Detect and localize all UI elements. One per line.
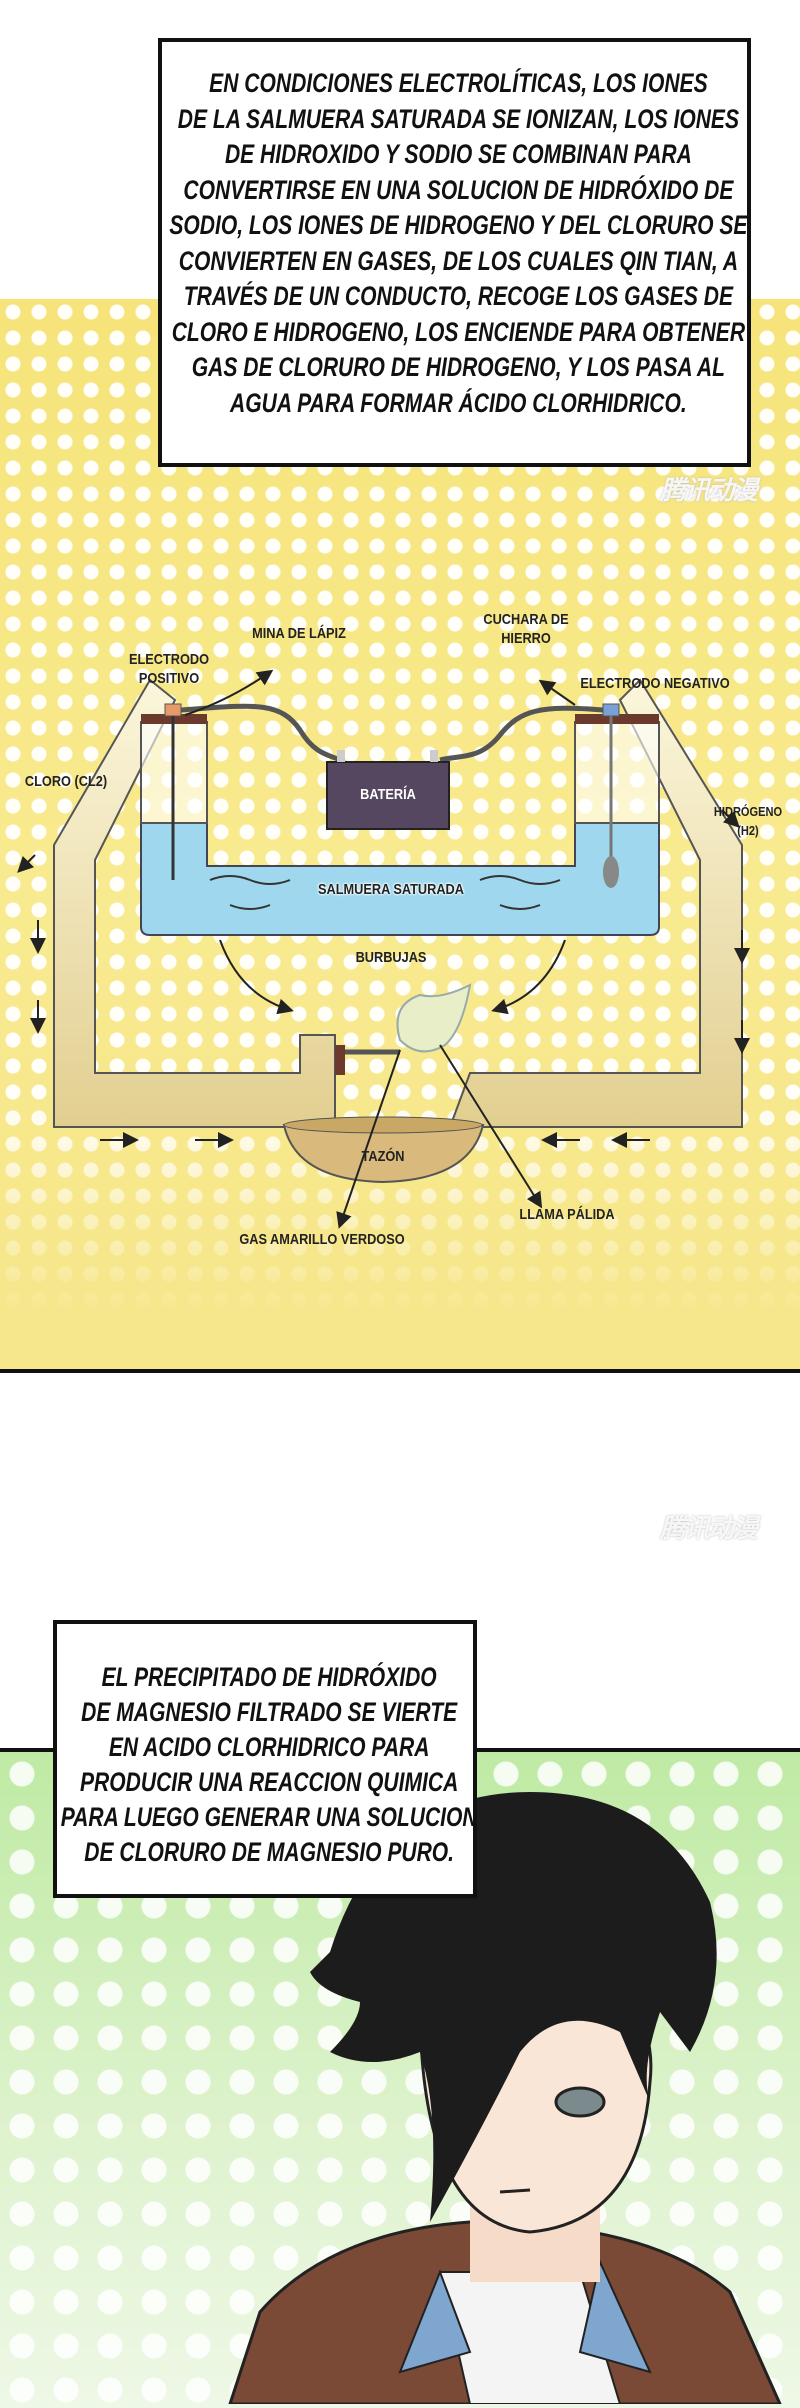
- caption-line: GAS DE CLORURO DE HIDROGENO, Y LOS PASA …: [191, 352, 725, 382]
- right-cylinder: [574, 721, 660, 824]
- label-line: HIERRO: [501, 630, 551, 647]
- caption-line: EN ACIDO CLORHIDRICO PARA: [108, 1732, 430, 1762]
- caption-line: AGUA PARA FORMAR ÁCIDO CLORHIDRICO.: [230, 387, 687, 418]
- pipe-nozzle: [335, 1045, 345, 1075]
- caption-line: PRODUCIR UNA REACCION QUIMICA: [80, 1767, 459, 1797]
- label-line: (H2): [737, 823, 759, 838]
- character-eye: [554, 2086, 606, 2118]
- character-hair: [310, 1792, 717, 2222]
- label-mina-de-lapiz: MINA DE LÁPIZ: [252, 625, 346, 642]
- iron-spoon: [603, 856, 619, 888]
- caption-line: CLORO E HIDROGENO, LOS ENCIENDE PARA OBT…: [171, 316, 746, 347]
- caption-line: EN CONDICIONES ELECTROLÍTICAS, LOS IONES: [209, 68, 708, 98]
- battery: [326, 761, 450, 830]
- character-illustration: [228, 1792, 782, 2404]
- label-line: ELECTRODO: [128, 651, 210, 668]
- label-tazon: TAZÓN: [361, 1148, 405, 1165]
- label-burbujas: BURBUJAS: [355, 949, 427, 966]
- label-cloro: CLORO (CL2): [24, 773, 108, 790]
- caption-line: EL PRECIPITADO DE HIDRÓXIDO: [101, 1662, 437, 1692]
- watermark-logo: 腾讯动漫: [660, 1513, 758, 1543]
- caption-line: DE HIDROXIDO Y SODIO SE COMBINAN PARA: [224, 139, 692, 169]
- electrolysis-diagram: [17, 669, 750, 1229]
- label-bateria: BATERÍA: [360, 786, 416, 803]
- caption-line: DE CLORURO DE MAGNESIO PURO.: [84, 1837, 455, 1867]
- positive-terminal: [164, 703, 182, 717]
- label-line: POSITIVO: [138, 670, 200, 687]
- label-line: HIDRÓGENO: [713, 804, 783, 819]
- watermark-logo: 腾讯动漫: [660, 475, 758, 505]
- caption-box-top: EN CONDICIONES ELECTROLÍTICAS, LOS IONES…: [158, 38, 751, 467]
- label-salmuera: SALMUERA SATURADA: [318, 881, 464, 898]
- label-llama-palida: LLAMA PÁLIDA: [519, 1206, 615, 1223]
- caption-line: CONVERTIRSE EN UNA SOLUCION DE HIDRÓXIDO…: [183, 174, 734, 205]
- flame: [396, 983, 472, 1053]
- label-electrodo-positivo: ELECTRODO POSITIVO: [129, 650, 209, 688]
- panel-border: [0, 1369, 800, 1373]
- character-collar: [398, 2258, 652, 2374]
- negative-terminal: [602, 703, 620, 717]
- label-cuchara-de-hierro: CUCHARA DE HIERRO: [483, 610, 568, 648]
- left-pipe: [53, 678, 336, 1128]
- label-gas-amarillo-verdoso: GAS AMARILLO VERDOSO: [239, 1231, 405, 1248]
- brine-tank: [140, 822, 660, 936]
- caption-box-bottom: EL PRECIPITADO DE HIDRÓXIDO DE MAGNESIO …: [53, 1620, 477, 1898]
- label-hidrogeno: HIDRÓGENO (H2): [714, 802, 782, 840]
- label-electrodo-negativo: ELECTRODO NEGATIVO: [580, 675, 730, 692]
- caption-line: CONVIERTEN EN GASES, DE LOS CUALES QIN T…: [178, 245, 739, 276]
- caption-line: TRAVÉS DE UN CONDUCTO, RECOGE LOS GASES …: [183, 281, 733, 311]
- caption-line: DE LA SALMUERA SATURADA SE IONIZAN, LOS …: [177, 103, 740, 134]
- caption-line: SODIO, LOS IONES DE HIDROGENO Y DEL CLOR…: [169, 210, 748, 240]
- label-line: CUCHARA DE: [483, 611, 569, 628]
- caption-line: PARA LUEGO GENERAR UNA SOLUCION: [60, 1802, 477, 1832]
- caption-line: DE MAGNESIO FILTRADO SE VIERTE: [81, 1697, 458, 1727]
